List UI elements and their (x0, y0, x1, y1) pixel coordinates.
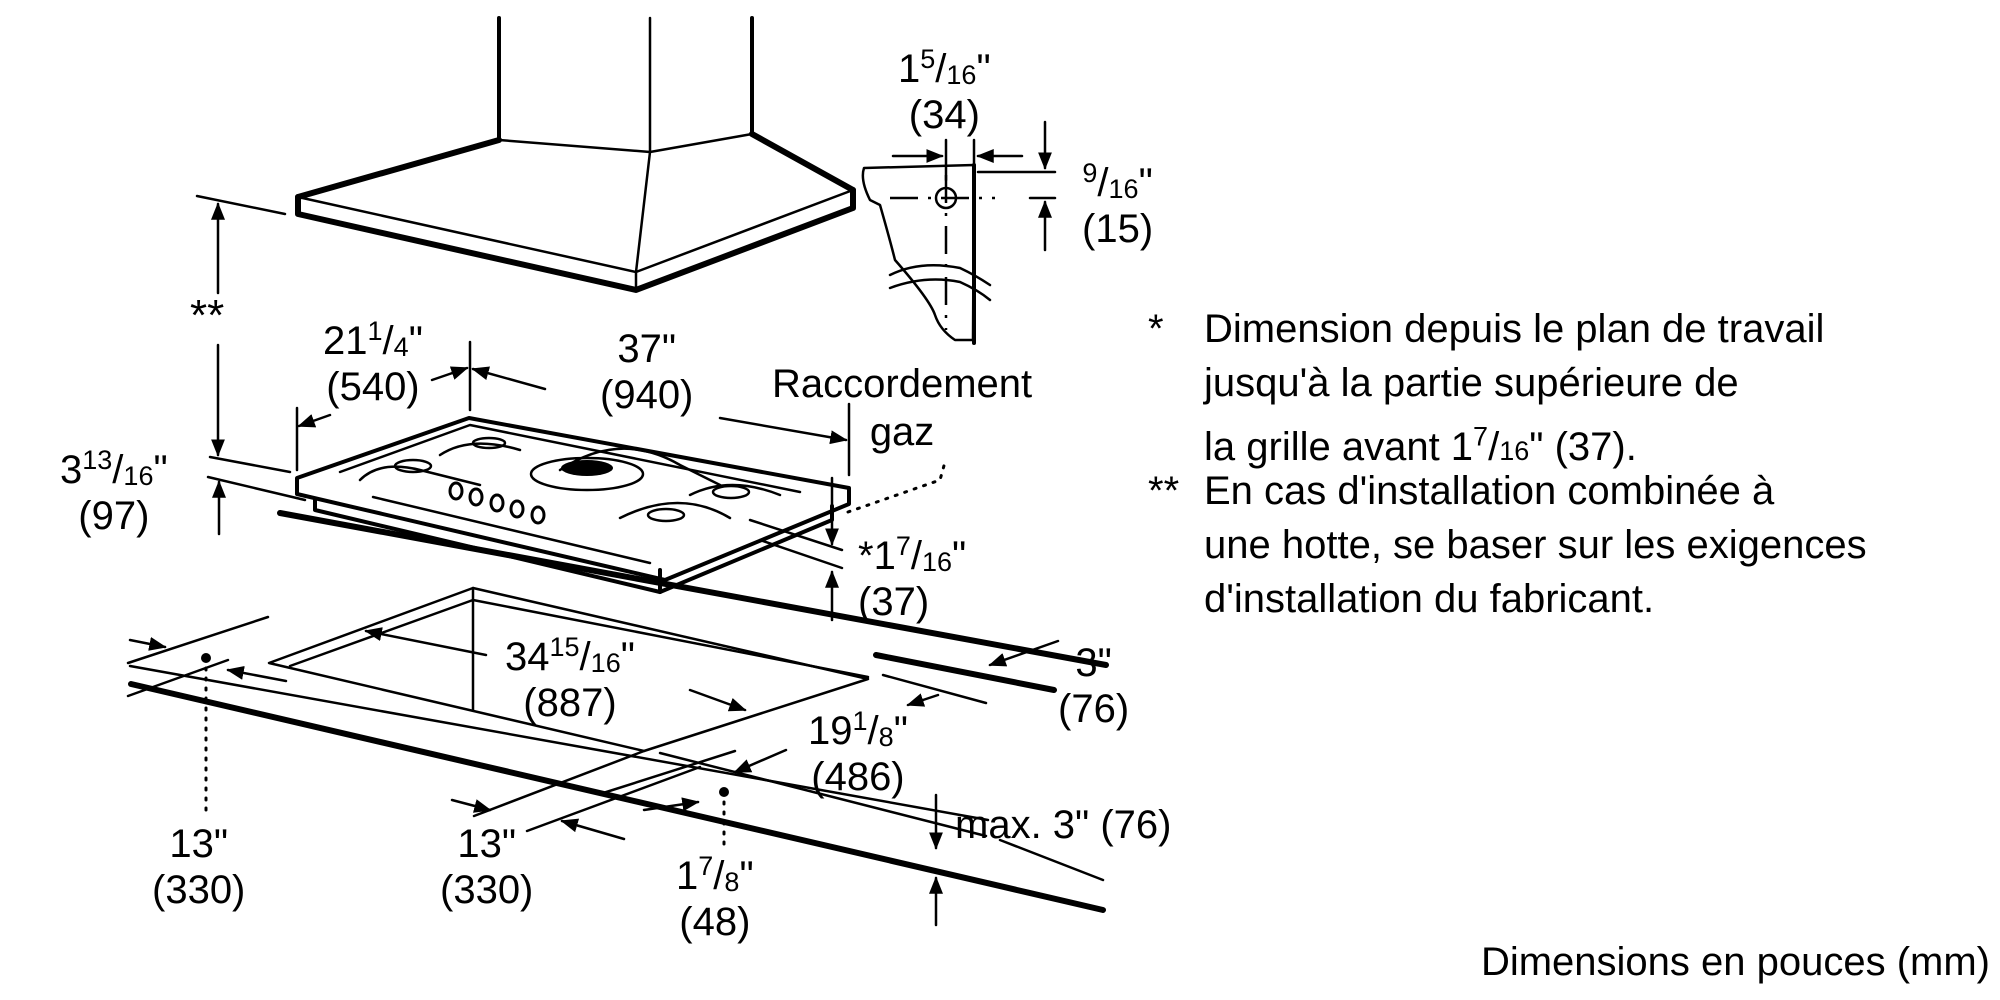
cooktop-depth-inches: 211/4" (323, 316, 423, 364)
left-fixing-inches: 13" (169, 822, 229, 866)
cooktop-depth-mm: (540) (326, 365, 420, 409)
countertop-cutout (126, 586, 1106, 927)
hood-clearance-dimension (195, 194, 307, 536)
cutout-depth-label: 191/8" (486) (808, 708, 908, 800)
cooktop-height-inches: 313/16" (60, 445, 168, 493)
bracket-offset-inches: 9/16" (1082, 158, 1153, 206)
cutout-width-inches: 3415/16" (505, 632, 635, 680)
range-hood (295, 16, 856, 293)
gas-connection-label: Raccordement gaz (772, 360, 1032, 456)
cutout-depth-inches: 191/8" (808, 706, 908, 754)
front-offset-inches: 17/8" (676, 851, 754, 899)
grate-height-mm: (37) (858, 580, 930, 624)
bracket-width-label: 15/16" (34) (898, 46, 991, 138)
back-clearance-inches: 3" (1075, 641, 1112, 685)
left-fixing-label: 13" (330) (152, 821, 245, 913)
note-line: d'installation du fabricant. (1204, 577, 1655, 621)
cooktop-height-label: 313/16" (97) (60, 447, 168, 539)
front-fixing-inches: 13" (457, 822, 517, 866)
note-double-star: ** En cas d'installation combinée à une h… (1148, 464, 1867, 626)
front-fixing-label: 13" (330) (440, 821, 533, 913)
note-mark: * (1148, 307, 1164, 351)
cooktop (277, 416, 1109, 668)
cooktop-height-mm: (97) (78, 494, 150, 538)
front-fixing-mm: (330) (440, 868, 534, 912)
bracket-offset-label: 9/16" (15) (1082, 160, 1153, 252)
hood-clearance-value: ** (190, 291, 225, 340)
bracket-width-inches: 15/16" (898, 44, 991, 92)
front-offset-label: 17/8" (48) (676, 853, 754, 945)
bracket-offset-mm: (15) (1082, 207, 1154, 251)
back-clearance-label: 3" (76) (1058, 640, 1129, 732)
note-line: une hotte, se baser sur les exigences (1204, 523, 1867, 567)
note-line: Dimension depuis le plan de travail (1204, 307, 1825, 351)
cooktop-depth-label: 211/4" (540) (323, 318, 423, 410)
bracket-detail (861, 120, 1057, 345)
units-caption: Dimensions en pouces (mm) (1480, 940, 1990, 984)
back-clearance-mm: (76) (1058, 687, 1130, 731)
hood-clearance-label: ** (190, 293, 224, 339)
max-countertop-text: max. 3" (76) (955, 803, 1172, 847)
note-single-star: * Dimension depuis le plan de travail jus… (1148, 302, 1824, 478)
gas-connection-line2: gaz (869, 410, 935, 454)
bracket-width-mm: (34) (908, 93, 980, 137)
left-fixing-mm: (330) (152, 868, 246, 912)
cooktop-width-label: 37" (940) (600, 326, 693, 418)
grate-height-label: *17/16" (37) (858, 533, 966, 625)
cutout-width-mm: (887) (523, 681, 617, 725)
max-countertop-label: max. 3" (76) (955, 802, 1171, 848)
front-offset-mm: (48) (679, 900, 751, 944)
gas-connection-line1: Raccordement (772, 362, 1033, 406)
cooktop-width-inches: 37" (617, 327, 677, 371)
grate-height-inches: *17/16" (858, 531, 967, 579)
note-line: jusqu'à la partie supérieure de (1204, 361, 1739, 405)
cooktop-size-dimensions (295, 340, 851, 477)
cutout-width-label: 3415/16" (887) (505, 634, 635, 726)
grate-height-dimension (748, 460, 947, 622)
cooktop-width-mm: (940) (600, 373, 694, 417)
cutout-depth-mm: (486) (811, 755, 905, 799)
note-mark: ** (1148, 469, 1180, 513)
note-line: En cas d'installation combinée à (1204, 469, 1775, 513)
note-line: la grille avant 17/16" (37). (1204, 422, 1637, 470)
